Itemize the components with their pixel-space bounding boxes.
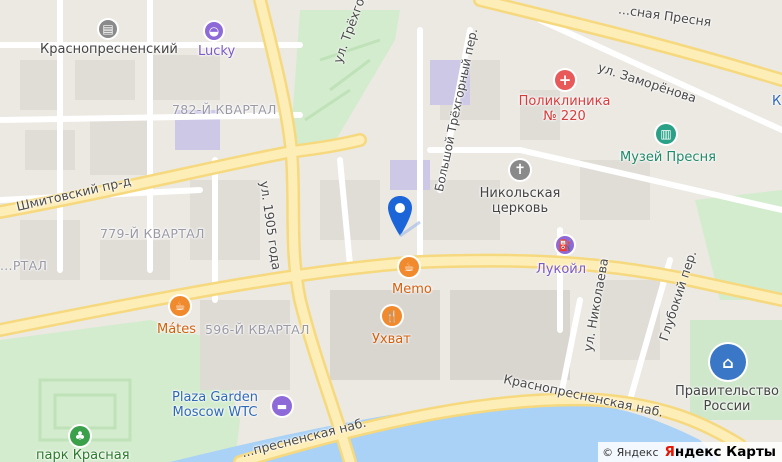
quarter-596: 596-Й КВАРТАЛ: [205, 322, 310, 337]
poi-lucky[interactable]: Lucky: [198, 44, 236, 59]
medical-cross-icon[interactable]: +: [555, 70, 575, 90]
yandex-maps-logo[interactable]: Яндекс Карты: [665, 444, 777, 460]
poi-plaza-line1: Plaza Garden: [172, 390, 258, 405]
church-cross-icon[interactable]: ✝: [510, 160, 530, 180]
yandex-logo-rest: ндекс Карты: [674, 444, 776, 460]
museum-icon[interactable]: ▥: [656, 124, 676, 144]
poi-government[interactable]: Правительство России: [672, 384, 782, 414]
location-pin-icon[interactable]: [388, 196, 421, 238]
quarter-782: 782-Й КВАРТАЛ: [172, 102, 277, 117]
copyright-text[interactable]: © Яндекс: [602, 445, 659, 459]
cafe-cup-icon[interactable]: ☕: [170, 296, 190, 316]
poi-ukhvat[interactable]: Ухват: [372, 332, 411, 347]
yandex-logo-letter: Я: [664, 444, 675, 460]
poi-government-line1: Правительство: [675, 384, 779, 399]
poi-park-krasnaya[interactable]: парк Красная: [36, 448, 130, 462]
poi-polyclinic-line2: № 220: [543, 109, 586, 124]
restaurant-fork-knife-icon[interactable]: 🍴: [382, 306, 402, 326]
government-building-icon[interactable]: ⌂: [710, 344, 746, 380]
poi-museum[interactable]: Музей Пресня: [620, 150, 716, 165]
hotel-bed-icon[interactable]: ▬: [272, 396, 292, 416]
poi-polyclinic-line1: Поликлиника: [518, 94, 611, 109]
park-tree-icon[interactable]: ♣: [70, 426, 90, 446]
poi-polyclinic[interactable]: Поликлиника № 220: [512, 94, 617, 124]
cafe-cup-icon[interactable]: ☕: [399, 257, 419, 277]
poi-plaza-garden[interactable]: Plaza Garden Moscow WTC: [160, 390, 270, 420]
poi-government-line2: России: [703, 399, 751, 414]
shopping-bag-icon[interactable]: ◒: [205, 22, 223, 40]
park-paths: [38, 38, 381, 442]
poi-mates[interactable]: Mátes: [157, 322, 197, 337]
poi-lukoil[interactable]: Лукойл: [536, 262, 587, 277]
minor-roads: [0, 0, 782, 403]
poi-church-line2: церковь: [491, 201, 549, 216]
edge-label-k: К: [772, 94, 782, 109]
poi-nikolskaya-church[interactable]: Никольская церковь: [470, 186, 570, 216]
poi-memo[interactable]: Memo: [392, 282, 432, 297]
briefcase-icon[interactable]: ▤: [99, 20, 117, 38]
map-attribution[interactable]: © Яндекс Яндекс Карты: [598, 442, 782, 462]
poi-church-line1: Никольская: [479, 186, 561, 201]
fuel-station-icon[interactable]: ⛽: [556, 236, 574, 254]
buildings: [20, 55, 660, 390]
quarter-left-edge: ...РТАЛ: [0, 258, 48, 273]
park-right: [695, 190, 782, 300]
quarter-779: 779-Й КВАРТАЛ: [100, 226, 205, 241]
poi-plaza-line2: Moscow WTC: [172, 405, 258, 420]
poi-krasnopresnensky[interactable]: Краснопресненский: [40, 42, 178, 57]
